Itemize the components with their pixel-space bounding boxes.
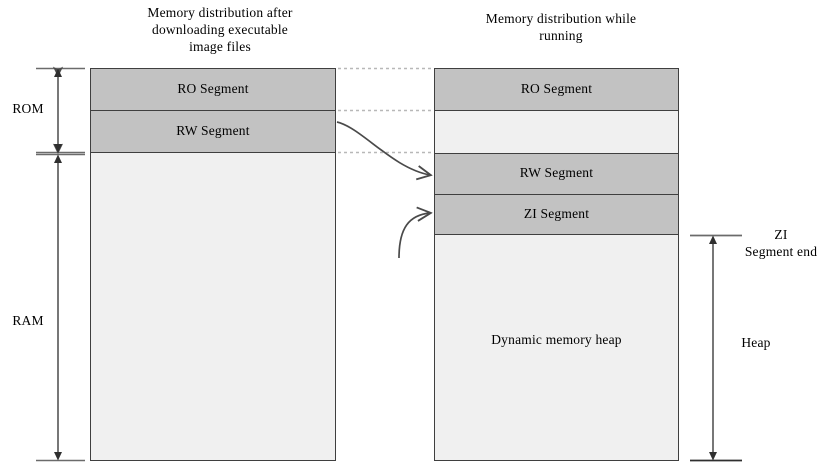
right-rw-segment-box: RW Segment [434,153,679,195]
rom-arrow-up-head [54,68,62,77]
right-rw-segment-label: RW Segment [519,165,594,180]
right-heap-label: Dynamic memory heap [491,332,622,347]
ram-axis-label: RAM [12,313,44,328]
left-free-memory-box [90,152,336,461]
right-title-line-1: Memory distribution while [485,11,637,26]
right-zi-segment-box: ZI Segment [434,194,679,235]
zi-creation-arrow [398,213,430,259]
zi-segment-end-line-1: ZI [774,227,788,242]
rom-arrow-down-head [54,144,62,153]
left-rw-segment-label: RW Segment [176,123,250,138]
left-ro-segment-box: RO Segment [90,68,336,111]
right-diagram-title: Memory distribution while running [446,10,676,44]
left-ro-segment-label: RO Segment [177,81,249,96]
right-zi-segment-label: ZI Segment [523,206,590,221]
right-heap-box: Dynamic memory heap [434,234,679,461]
rom-axis-label: ROM [12,101,44,116]
ram-arrow-down-head [54,452,62,461]
zi-segment-end-line-2: Segment end [744,244,818,259]
left-rw-segment-box: RW Segment [90,110,336,153]
heap-axis-label: Heap [741,335,771,350]
left-title-line-1: Memory distribution after [147,5,293,20]
right-ro-segment-label: RO Segment [520,81,593,96]
left-diagram-title: Memory distribution after downloading ex… [110,4,330,55]
ram-arrow-up-head [54,154,62,163]
heap-arrow-up-head [709,235,717,244]
right-ro-segment-box: RO Segment [434,68,679,111]
right-gap-box [434,110,679,154]
rw-relocation-arrow [336,121,430,175]
right-title-line-2: running [539,28,583,43]
zi-segment-end-label: ZI Segment end [733,226,829,260]
heap-arrow-down-head [709,452,717,461]
left-title-line-2: downloading executable [152,22,288,37]
left-title-line-3: image files [189,39,251,54]
